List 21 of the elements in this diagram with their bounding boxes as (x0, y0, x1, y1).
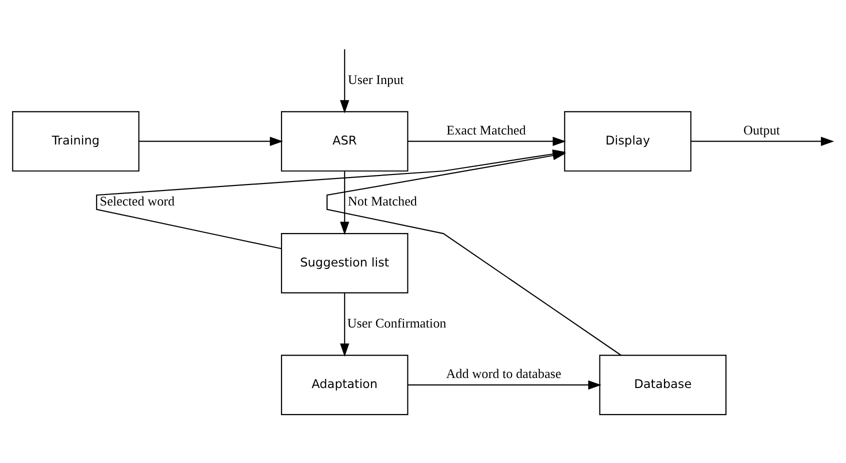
edge-label: User Input (348, 72, 404, 87)
node-box: Suggestion list (280, 233, 408, 294)
arrow (340, 49, 350, 114)
node-box: Adaptation (280, 354, 408, 416)
arrow (138, 136, 284, 146)
arrow (408, 380, 602, 390)
arrow (690, 136, 834, 146)
edge-label: Selected word (100, 194, 175, 209)
node-box: Database (599, 354, 726, 416)
arrow (326, 151, 622, 356)
arrow (340, 292, 350, 357)
edge-label: Add word to database (446, 366, 562, 381)
node-box: Display (564, 111, 692, 172)
edge-label: Output (743, 122, 780, 138)
arrow (408, 136, 566, 146)
node-box: ASR (280, 111, 408, 172)
edge-label: User Confirmation (347, 315, 446, 330)
arrow (340, 171, 350, 235)
edge-label: Exact Matched (446, 122, 526, 138)
node-box: Training (12, 111, 140, 172)
edge-label: Not Matched (348, 194, 418, 209)
